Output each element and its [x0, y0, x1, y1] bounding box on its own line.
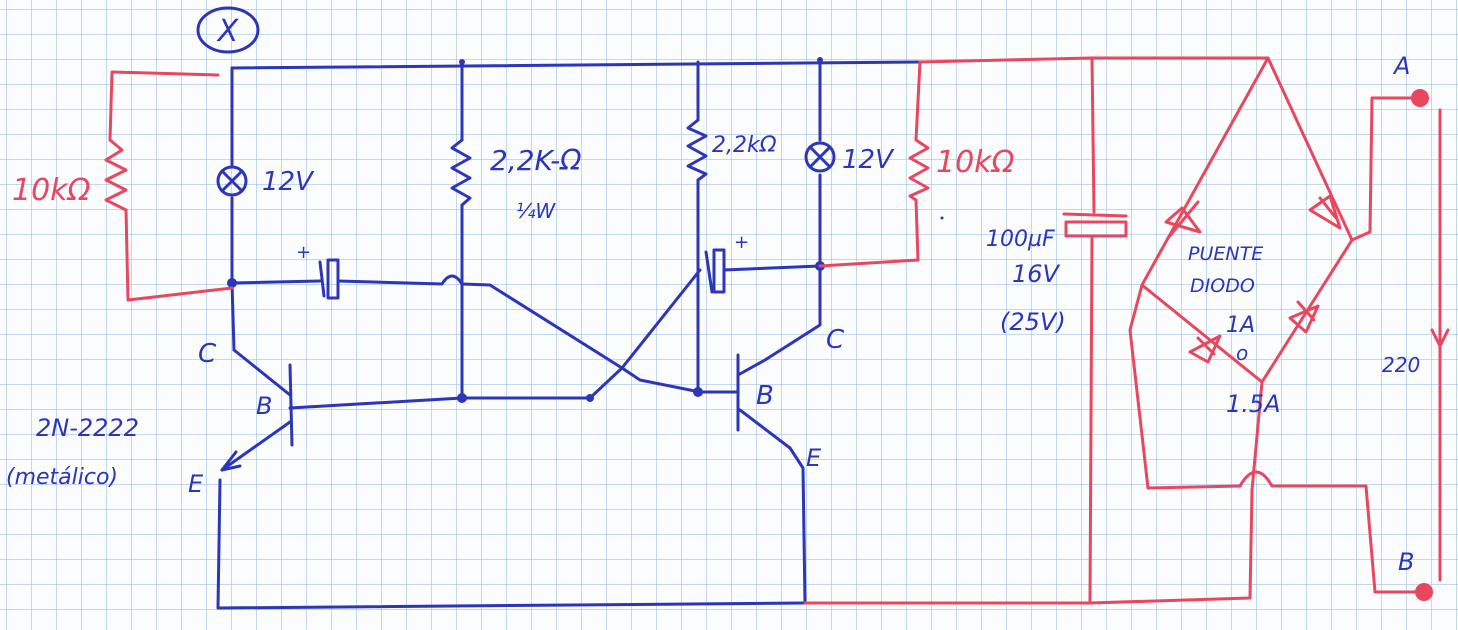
lamp-right-label: 12V: [842, 145, 895, 175]
junction-dots: [227, 57, 825, 403]
t2-collector-label: C: [826, 325, 845, 355]
t1-emitter: [220, 420, 292, 472]
r-mid1-label: 2,2K-Ω: [490, 144, 582, 177]
bridge-label-line5: 1.5A: [1226, 390, 1281, 418]
t1-collector: [232, 348, 292, 397]
cap-voltage-label: 16V: [1012, 260, 1061, 288]
left-feedback-wire: [108, 70, 234, 302]
right-coupling-capacitor: [704, 248, 726, 294]
lamp-left-icon: [216, 165, 248, 197]
cap-plus-right: +: [734, 232, 749, 253]
bridge-bottom-left-arm: [1140, 283, 1264, 384]
ac-voltage-arrow: [1430, 328, 1450, 348]
cross-up-to-right-cap: [620, 268, 702, 370]
cap-voltage-alt-label: (25V): [1000, 308, 1066, 336]
ground-rail-red: [803, 488, 1254, 605]
filter-cap-lead-top: [1090, 56, 1096, 214]
lamps: [216, 141, 836, 197]
right-feedback-wire: [818, 60, 922, 268]
terminal-a-dot: [1411, 89, 1429, 107]
junction-dot: [693, 387, 703, 397]
t1-base-bar: [288, 363, 294, 447]
filter-cap-body: [1064, 220, 1128, 238]
t2-base-label: B: [756, 381, 774, 411]
lamp-right-icon: [804, 141, 836, 173]
junction-dot: [817, 57, 823, 63]
resistor-zigzag-right: [908, 138, 930, 202]
t1-emitter-arrow: [220, 450, 242, 472]
blue-wiring: [216, 60, 922, 610]
terminal-a-label: A: [1392, 52, 1410, 80]
bridge-ac-bottom: [1250, 380, 1264, 492]
lamp-left-label: 12V: [262, 167, 315, 197]
diode-4-icon: [1288, 300, 1320, 334]
transistor-model-label: 2N-2222: [36, 414, 139, 442]
right-collector-line: [763, 60, 822, 362]
cap-value-label: 100µF: [986, 227, 1055, 252]
bridge-label-line2: DIODO: [1190, 275, 1255, 297]
bridge-label-line4: o: [1236, 341, 1248, 365]
red-wiring: [104, 56, 1450, 605]
cap-plus-left: +: [296, 242, 311, 263]
positive-rail-red: [918, 56, 1270, 64]
right-cap-wire: [722, 264, 822, 272]
ammeter-symbol: X: [196, 6, 260, 54]
t1-collector-label: C: [198, 339, 217, 369]
filter-cap-lead-bottom: [1088, 234, 1094, 605]
blue-resistors: [450, 118, 708, 207]
ammeter-label: X: [216, 14, 240, 49]
bridge-top-left-arm: [1140, 56, 1270, 287]
t2-emitter-label: E: [806, 444, 822, 472]
emitter-ground-left: [216, 478, 807, 610]
left-coupling-capacitor: [318, 258, 340, 300]
resistor-zigzag-left: [104, 138, 128, 212]
labels: 10kΩ 12V 2,2K-Ω ¼W 2,2kΩ 12V 10kΩ 100µF …: [6, 52, 1420, 576]
resistor-zigzag-mid2: [686, 118, 708, 182]
ammeter-circle: [196, 6, 260, 54]
filter-cap-plate-top: [1062, 212, 1128, 218]
resistor-zigzag-mid1: [450, 138, 472, 207]
stray-ink-dot: [940, 216, 944, 220]
diode-1-icon: [1164, 200, 1202, 240]
left-cap-to-cross: [336, 274, 624, 370]
bridge-label-line1: PUENTE: [1188, 243, 1263, 265]
terminals: [1411, 89, 1433, 601]
t2-emitter: [738, 408, 792, 450]
diode-3-icon: [1188, 334, 1222, 364]
left-cap-wire: [230, 279, 322, 285]
r-left-label: 10kΩ: [12, 173, 91, 208]
left-collector-line-bottom: [230, 196, 236, 352]
bridge-ac-top: [1350, 96, 1418, 242]
junction-dot: [586, 394, 594, 402]
junction-dot: [227, 278, 237, 288]
blue-capacitors: [318, 248, 726, 300]
terminal-b-label: B: [1398, 548, 1414, 576]
t1-base-rail: [288, 396, 592, 410]
r-mid1-power-label: ¼W: [516, 199, 556, 223]
bridge-top-right-arm: [1266, 56, 1354, 242]
t1-base-label: B: [256, 392, 272, 420]
r-mid2-label: 2,2kΩ: [712, 133, 777, 158]
bridge-crossover: [1238, 470, 1422, 594]
t1-emitter-label: E: [188, 470, 204, 498]
bridge-label-line3: 1A: [1226, 313, 1255, 338]
r-right-label: 10kΩ: [936, 145, 1015, 180]
junction-dot: [459, 59, 465, 65]
terminal-b-dot: [1415, 583, 1433, 601]
t2-collector: [736, 358, 767, 377]
ac-voltage-label: 220: [1382, 353, 1420, 377]
cross-to-t2-base: [588, 366, 740, 400]
top-rail: [230, 60, 922, 70]
bridge-negative-out: [1128, 283, 1242, 490]
emitter-ground-right: [788, 446, 807, 605]
junction-dot: [457, 393, 467, 403]
transistor-note-label: (metálico): [6, 465, 118, 490]
diode-2-icon: [1308, 194, 1342, 230]
